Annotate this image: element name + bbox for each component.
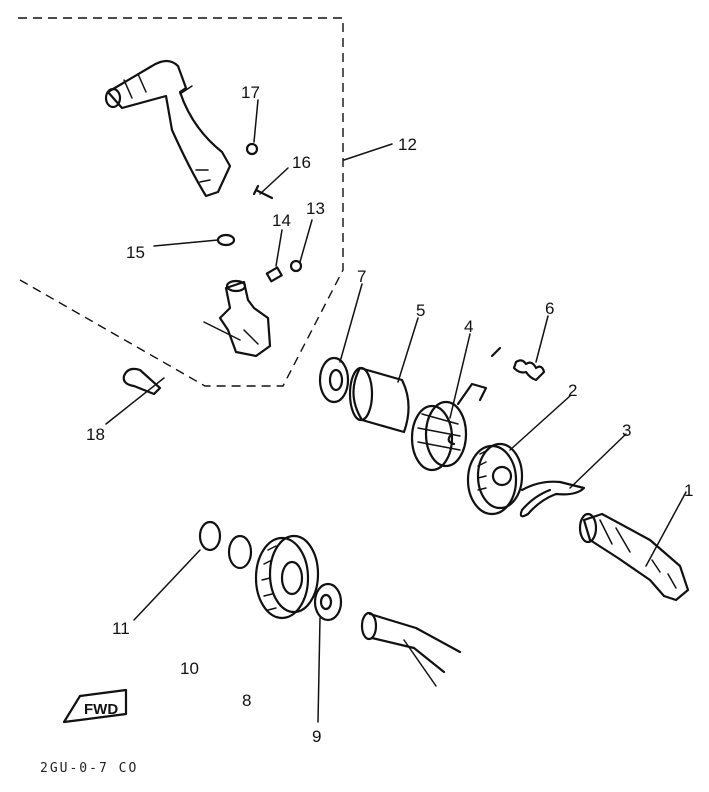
fwd-label: FWD <box>84 701 118 718</box>
circlip-11 <box>198 520 222 552</box>
ball-13 <box>289 259 303 273</box>
callout-7: 7 <box>357 267 366 286</box>
callout-18: 18 <box>86 425 105 444</box>
washer-10 <box>227 534 253 570</box>
fwd-arrow: FWD <box>62 688 128 724</box>
washer-15 <box>216 233 236 247</box>
group-12-outline <box>18 17 344 387</box>
callout-4: 4 <box>464 317 473 336</box>
callout-13: 13 <box>306 199 325 218</box>
callout-1: 1 <box>684 481 693 500</box>
callout-2: 2 <box>568 381 577 400</box>
bolt-18 <box>122 367 162 396</box>
callout-12: 12 <box>398 135 417 154</box>
spacer-5 <box>348 366 410 434</box>
callout-8: 8 <box>242 691 251 710</box>
leader-lines <box>105 99 687 723</box>
callout-14: 14 <box>272 211 291 230</box>
main-shaft <box>360 611 462 687</box>
ratchet-wheel-2 <box>466 442 524 516</box>
callout-5: 5 <box>416 301 425 320</box>
callout-16: 16 <box>292 153 311 172</box>
kick-spring-4 <box>410 382 488 472</box>
callout-9: 9 <box>312 727 321 746</box>
spring-14 <box>265 266 283 283</box>
spring-6 <box>490 346 546 382</box>
idle-gear-8 <box>254 534 320 620</box>
ball-17 <box>245 142 259 156</box>
clip-3 <box>519 480 586 518</box>
kick-crank-arm <box>104 59 232 198</box>
washer-9 <box>313 582 343 622</box>
callout-17: 17 <box>241 83 260 102</box>
callout-3: 3 <box>622 421 631 440</box>
callout-11: 11 <box>112 619 130 638</box>
circlip-7 <box>318 356 350 404</box>
pin-16 <box>252 184 274 200</box>
callout-10: 10 <box>180 659 199 678</box>
drawing-code: 2GU-0-7 CO <box>40 761 138 776</box>
callout-15: 15 <box>126 243 145 262</box>
kick-axle-1 <box>578 512 690 602</box>
crank-boss <box>203 279 272 358</box>
callout-6: 6 <box>545 299 554 318</box>
